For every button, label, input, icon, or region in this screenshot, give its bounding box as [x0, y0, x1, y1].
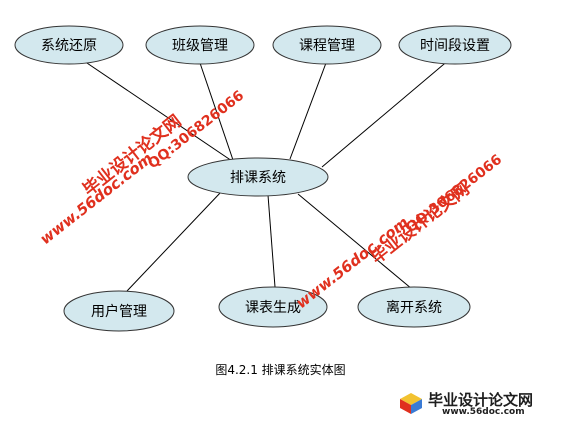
edge-center-schedule-gen [267, 194, 276, 288]
node-user-mgmt-label: 用户管理 [91, 303, 147, 320]
node-timeslot-label: 时间段设置 [420, 38, 490, 54]
edge-center-restore [80, 58, 236, 164]
node-restore: 系统还原 [14, 25, 124, 65]
node-exit-label: 离开系统 [386, 299, 442, 316]
edge-center-exit [297, 193, 413, 290]
logo-cube-icon [400, 393, 422, 414]
node-exit: 离开系统 [357, 286, 471, 328]
node-schedule-gen-label: 课表生成 [245, 300, 301, 316]
node-class-mgmt-label: 班级管理 [172, 38, 228, 54]
logo-url: www.56doc.com [442, 407, 525, 417]
edge-center-timeslot [321, 58, 451, 168]
edge-center-user-mgmt [126, 191, 222, 292]
node-timeslot: 时间段设置 [398, 25, 512, 65]
edge-center-course-mgmt [289, 62, 327, 160]
site-logo: 毕业设计论文网 www.56doc.com [398, 389, 558, 419]
edges [80, 58, 451, 292]
node-schedule-gen: 课表生成 [218, 286, 328, 328]
node-center-label: 排课系统 [230, 170, 286, 186]
logo-site-name: 毕业设计论文网 [428, 391, 534, 409]
node-center: 排课系统 [187, 157, 329, 197]
node-restore-label: 系统还原 [41, 38, 97, 54]
node-course-mgmt-label: 课程管理 [299, 38, 355, 54]
node-course-mgmt: 课程管理 [272, 25, 382, 65]
edge-center-class-mgmt [199, 62, 234, 161]
node-class-mgmt: 班级管理 [145, 25, 255, 65]
figure-caption: 图4.2.1 排课系统实体图 [215, 363, 346, 377]
node-user-mgmt: 用户管理 [63, 290, 175, 332]
